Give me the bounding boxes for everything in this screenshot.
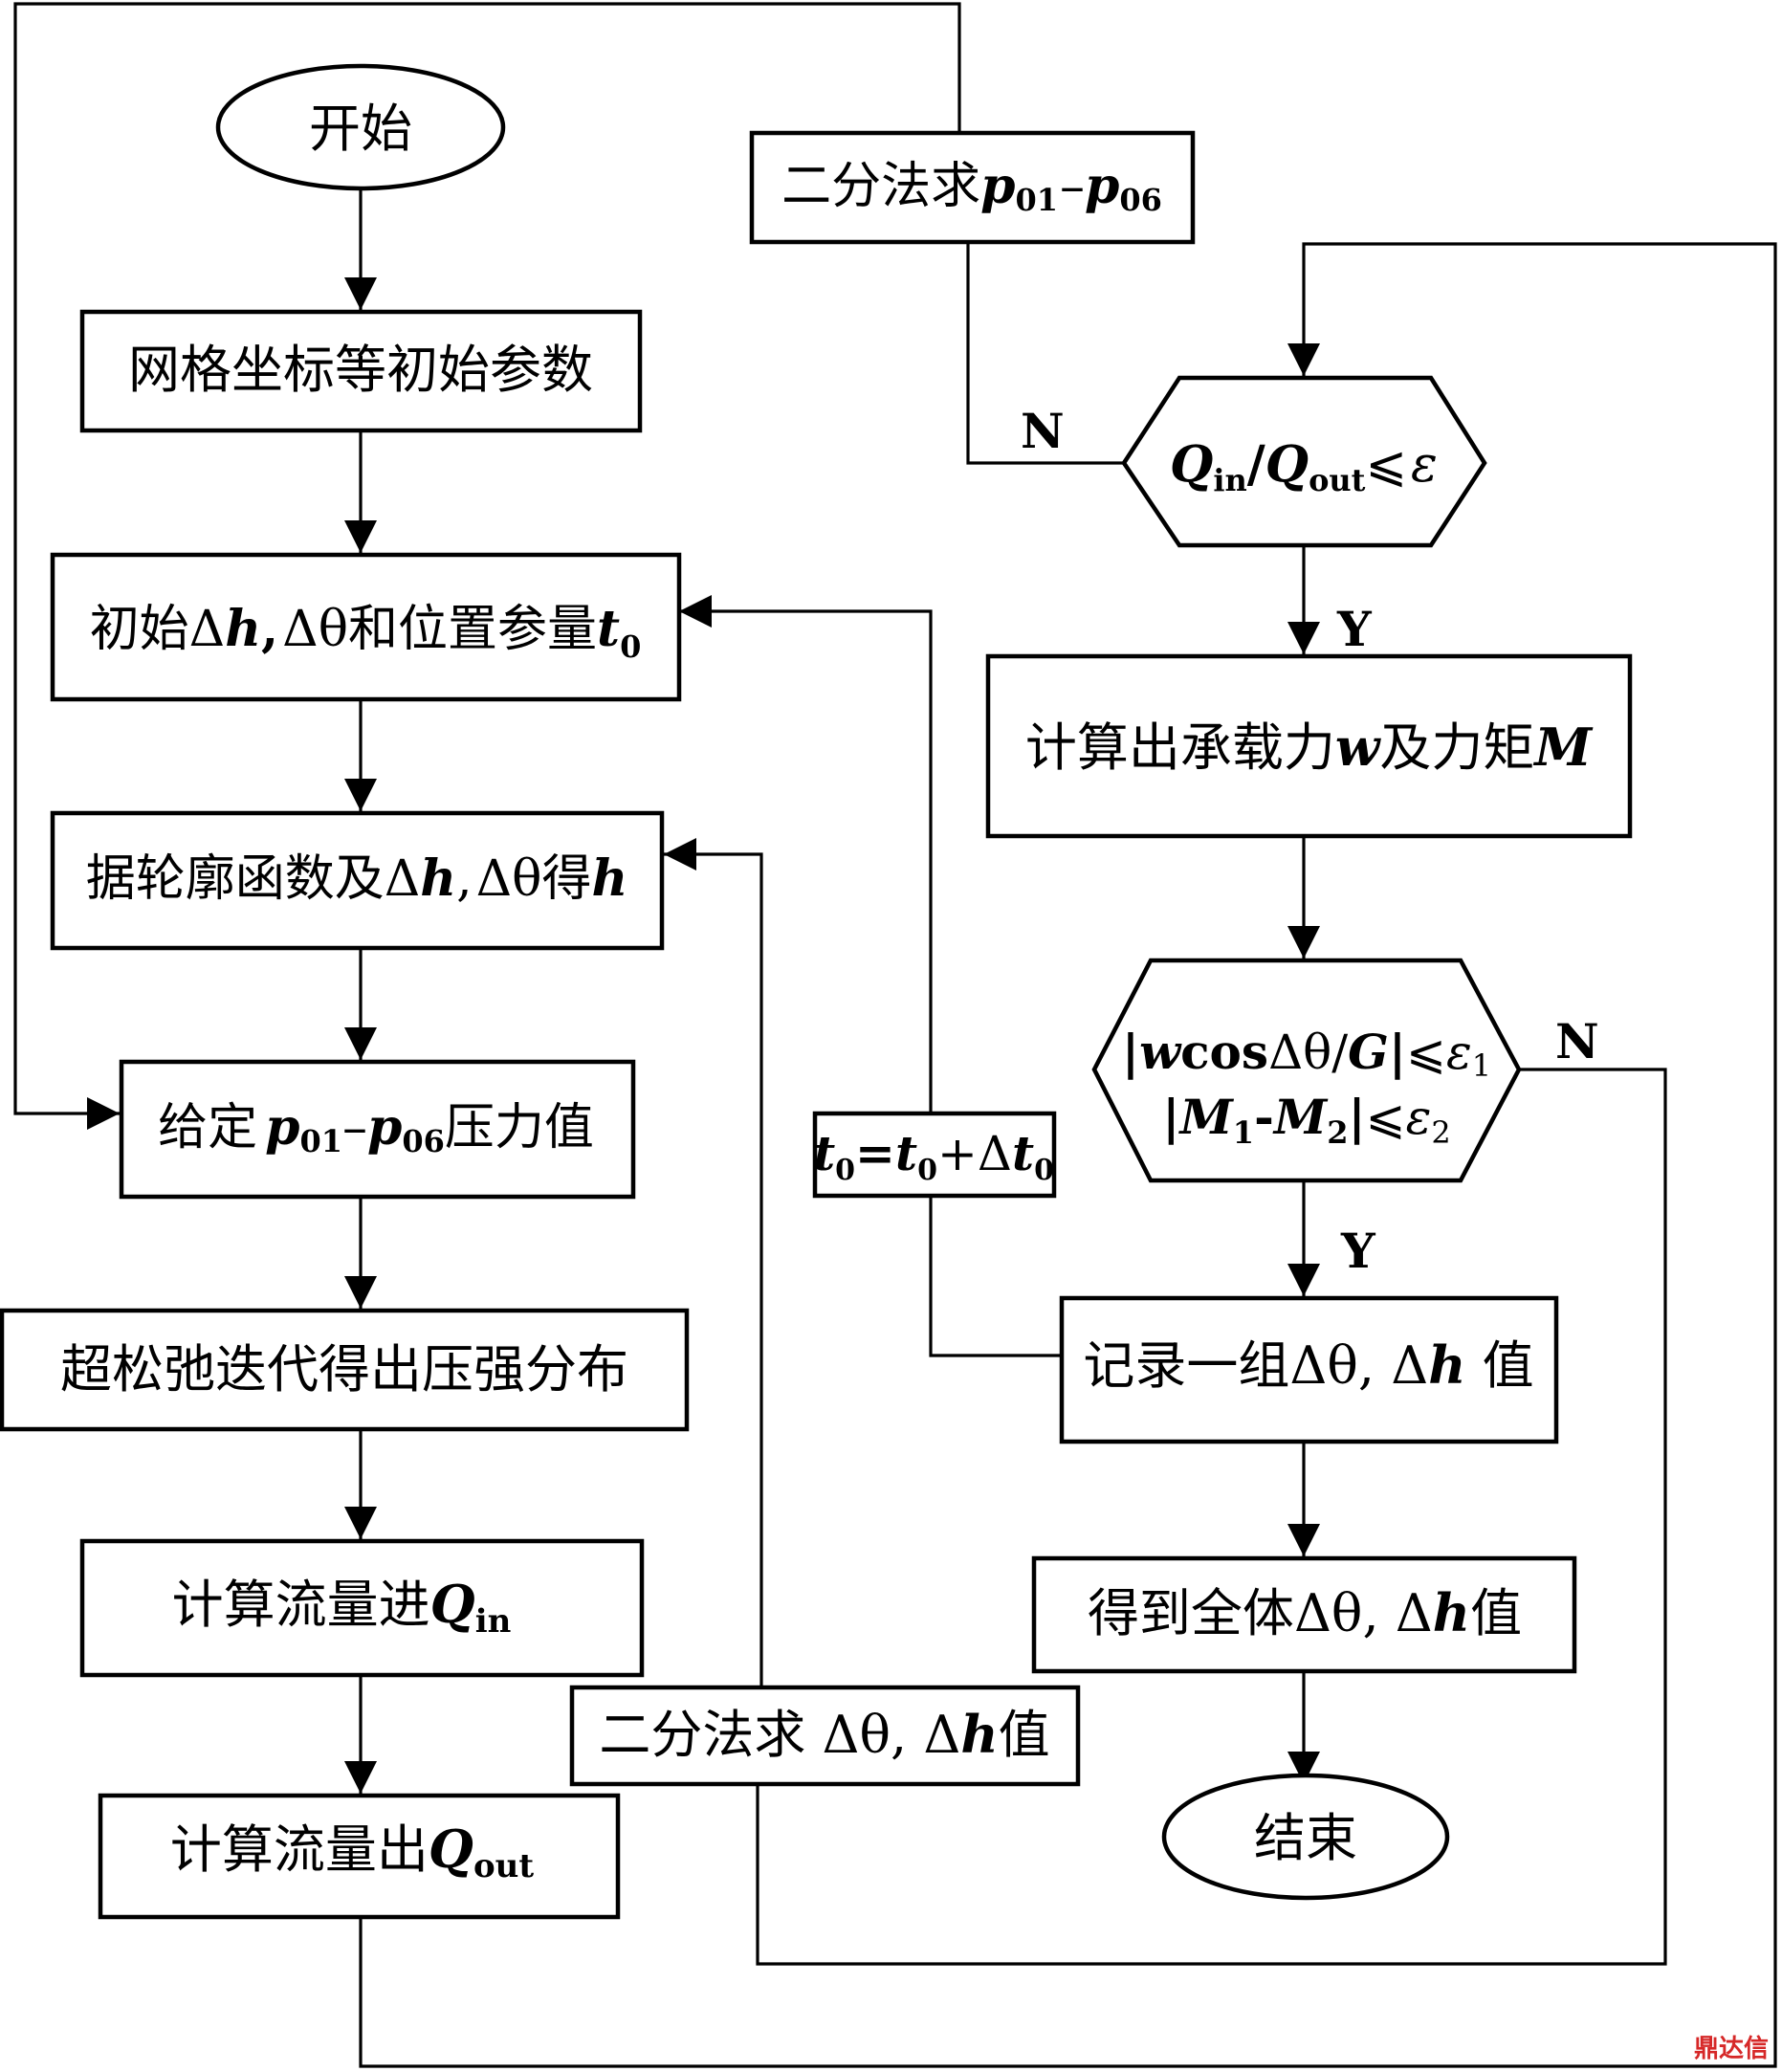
bisect-p-box: 二分法求p01–p06 xyxy=(749,130,1196,245)
arrow-qout-to-qcheck xyxy=(359,242,1777,2068)
init-dh-box: 初始Δh,Δθ和位置参量t0 xyxy=(50,552,682,702)
q-check-hexagon: Qin/Qout⩽ε xyxy=(1121,375,1487,548)
load-label: 计算出承载力w及力矩M xyxy=(1025,716,1595,778)
bisect-p-label: 二分法求p01–p06 xyxy=(781,157,1162,218)
end-node: 结束 xyxy=(1161,1773,1450,1901)
t0-update-label: t0=t0+Δt0 xyxy=(813,1125,1054,1187)
watermark-logo: 鼎达信 xyxy=(1693,2035,1769,2063)
init-dh-label: 初始Δh,Δθ和位置参量t0 xyxy=(90,600,642,665)
w-check-hexagon: |wcosΔθ/G|⩽ε1 |M1-M2|⩽ε2 xyxy=(1091,958,1522,1183)
all-values-box: 得到全体Δθ, Δh值 xyxy=(1031,1555,1577,1674)
edge-label-y-qcheck: Y xyxy=(1336,601,1373,657)
edge-label-n-wcheck: N xyxy=(1555,1013,1599,1069)
profile-label: 据轮廓函数及Δh,Δθ得h xyxy=(86,849,628,908)
line-qcheck-n xyxy=(966,244,1124,465)
qout-box: 计算流量出Qout xyxy=(98,1793,621,1920)
t0-update-box: t0=t0+Δt0 xyxy=(812,1111,1057,1199)
bisect-dtheta-label: 二分法求 Δθ, Δh值 xyxy=(599,1704,1049,1765)
connectors xyxy=(13,2,1777,2068)
q-check-label: Qin/Qout⩽ε xyxy=(1170,435,1438,498)
profile-box: 据轮廓函数及Δh,Δθ得h xyxy=(50,810,665,951)
arrow-t0-to-init-dh xyxy=(679,595,933,1112)
load-box: 计算出承载力w及力矩M xyxy=(985,653,1633,839)
edge-label-n-qcheck: N xyxy=(1021,403,1065,459)
sor-box: 超松弛迭代得出压强分布 xyxy=(0,1308,690,1432)
line-record-to-t0 xyxy=(929,1196,1060,1357)
sor-label: 超松弛迭代得出压强分布 xyxy=(60,1339,628,1400)
bisect-dtheta-box: 二分法求 Δθ, Δh值 xyxy=(569,1685,1081,1787)
record-label: 记录一组Δθ, Δh 值 xyxy=(1083,1334,1533,1396)
line-wcheck-n xyxy=(756,1068,1667,1966)
arrow-bisectp-loop-to-setp xyxy=(13,2,961,1130)
w-check-line1: |wcosΔθ/G|⩽ε1 xyxy=(1122,1024,1491,1084)
w-check-line2: |M1-M2|⩽ε2 xyxy=(1162,1089,1451,1151)
qin-label: 计算流量进Qin xyxy=(172,1574,512,1641)
arrow-bisect-dtheta-to-profile xyxy=(664,838,763,1686)
record-box: 记录一组Δθ, Δh 值 xyxy=(1059,1295,1559,1444)
init-params-box: 网格坐标等初始参数 xyxy=(79,309,643,433)
start-label: 开始 xyxy=(309,99,412,159)
qin-box: 计算流量进Qin xyxy=(79,1538,645,1678)
init-params-label: 网格坐标等初始参数 xyxy=(128,340,593,400)
qout-label: 计算流量出Qout xyxy=(170,1819,534,1885)
start-node: 开始 xyxy=(215,63,506,191)
end-label: 结束 xyxy=(1254,1808,1357,1868)
all-values-label: 得到全体Δθ, Δh值 xyxy=(1088,1582,1522,1643)
edge-label-y-wcheck: Y xyxy=(1340,1223,1376,1279)
